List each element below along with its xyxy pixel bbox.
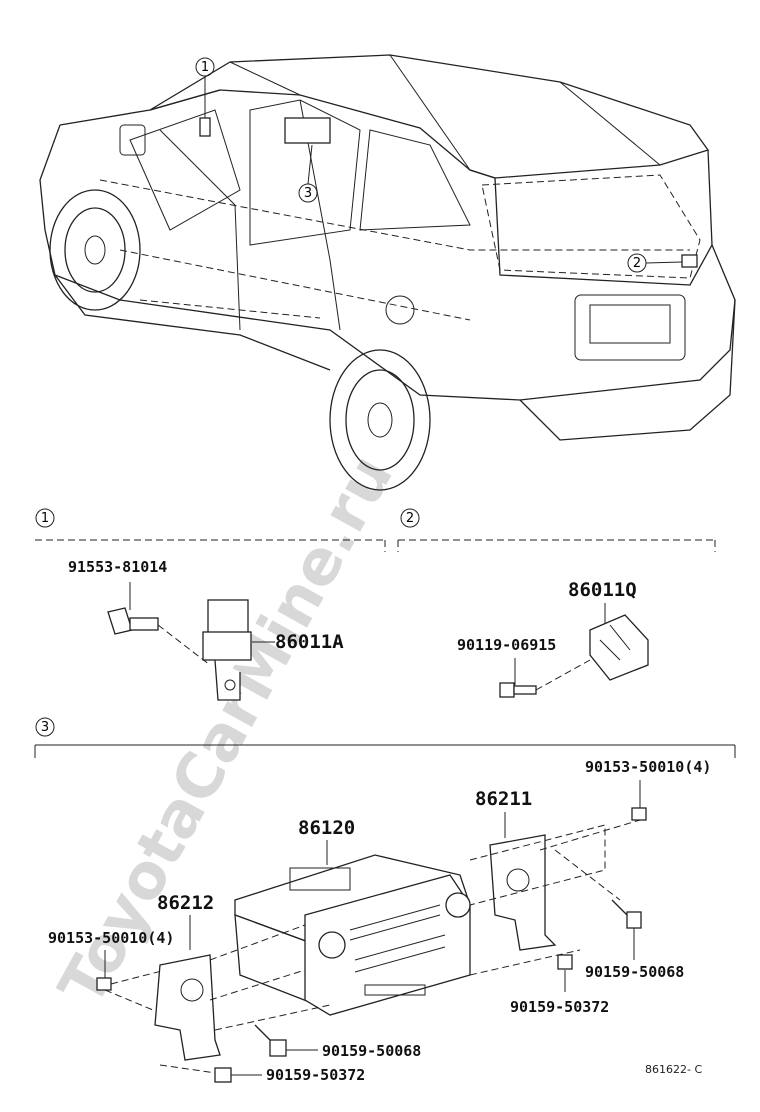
part-86011A: 86011A [275, 631, 344, 653]
bolt-icon [107, 607, 159, 635]
right-bracket-icon [489, 834, 557, 951]
left-bracket-icon [154, 954, 221, 1061]
part-90159-50068-left: 90159-50068 [322, 1042, 421, 1060]
vehicle-illustration: 1 3 2 [39, 54, 736, 491]
section-1-marker: 1 [41, 511, 49, 526]
part-86212: 86212 [157, 892, 214, 914]
part-90153-50010-left: 90153-50010(4) [48, 929, 174, 947]
section-2-marker: 2 [406, 511, 414, 526]
part-86011Q: 86011Q [568, 579, 637, 601]
bolt-icon-right-low [557, 954, 573, 970]
section-3: 3 90153-50010(4) 86211 86120 [34, 717, 736, 1084]
sensor-icon [202, 599, 252, 701]
callout-2: 2 [633, 256, 641, 271]
part-90159-50372-right: 90159-50372 [510, 998, 609, 1016]
radio-receiver-icon [234, 854, 471, 1016]
figure-reference: 861622- C [645, 1063, 702, 1076]
part-90159-50068-right: 90159-50068 [585, 963, 684, 981]
part-90159-50372-left: 90159-50372 [266, 1066, 365, 1084]
callout-3: 3 [304, 186, 312, 201]
section-3-marker: 3 [41, 720, 49, 735]
screw-icon-left [96, 977, 112, 991]
part-91553-81014: 91553-81014 [68, 558, 167, 576]
bolt-icon-left-low [214, 1067, 232, 1083]
section-1: 1 91553-81014 86011A [35, 508, 386, 701]
part-86120: 86120 [298, 817, 355, 839]
callout-1: 1 [201, 60, 209, 75]
section-2: 2 86011Q 90119-06915 [397, 508, 716, 698]
module-icon [589, 614, 649, 681]
bolt-icon-right [611, 899, 642, 929]
part-86211: 86211 [475, 788, 532, 810]
part-90119-06915: 90119-06915 [457, 636, 556, 654]
bolt-icon-left [254, 1024, 287, 1057]
screw-icon [499, 682, 537, 698]
part-90153-50010-right: 90153-50010(4) [585, 758, 711, 776]
screw-icon-right [631, 807, 647, 821]
